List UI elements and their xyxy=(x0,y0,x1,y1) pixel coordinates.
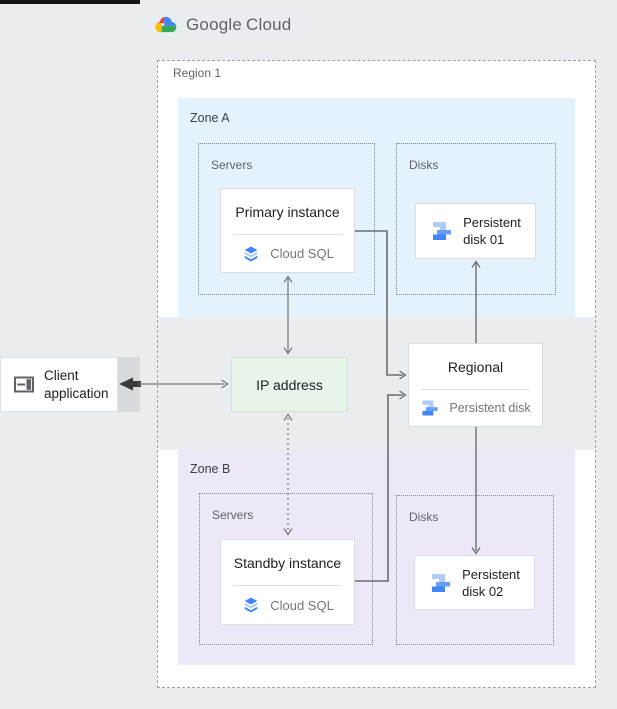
cloud-sql-label: Cloud SQL xyxy=(270,597,334,613)
persistent-disk-icon xyxy=(433,222,452,240)
client-application-label: Client application xyxy=(44,367,109,401)
regional-disk-title: Regional xyxy=(447,358,504,375)
persistent-disk-01-card: Persistent disk 01 xyxy=(415,203,536,259)
regional-disk-subtitle: Persistent disk xyxy=(449,401,531,415)
zone-a-label: Zone A xyxy=(190,111,230,125)
card-divider xyxy=(233,585,342,586)
standby-instance-card: Standby instance Cloud SQL xyxy=(220,539,355,625)
persistent-disk-02-label: Persistent disk 02 xyxy=(462,566,520,599)
cloud-sql-icon xyxy=(244,246,258,261)
primary-instance-card: Primary instance Cloud SQL xyxy=(220,188,355,273)
zone-b-label: Zone B xyxy=(190,462,231,476)
persistent-disk-icon xyxy=(432,573,451,592)
ip-address-box: IP address xyxy=(231,357,348,412)
client-card-tab xyxy=(118,357,140,412)
ip-address-label: IP address xyxy=(256,376,323,393)
servers-b-label: Servers xyxy=(212,508,254,522)
client-app-icon xyxy=(14,376,34,393)
primary-instance-title: Primary instance xyxy=(235,203,340,220)
persistent-disk-02-card: Persistent disk 02 xyxy=(414,555,535,610)
google-cloud-logo-icon xyxy=(155,16,177,33)
standby-instance-title: Standby instance xyxy=(233,554,342,571)
disks-a-label: Disks xyxy=(409,158,439,172)
disks-b-label: Disks xyxy=(409,510,439,524)
servers-a-group xyxy=(198,143,375,295)
persistent-disk-01-label: Persistent disk 01 xyxy=(463,215,521,247)
cloud-sql-icon xyxy=(244,597,258,613)
servers-a-label: Servers xyxy=(211,158,253,172)
card-divider xyxy=(421,389,530,390)
top-left-bar xyxy=(0,0,140,4)
region-label: Region 1 xyxy=(173,66,222,80)
client-application-card: Client application xyxy=(0,357,118,412)
persistent-disk-icon xyxy=(422,400,438,416)
card-divider xyxy=(233,234,342,235)
cloud-sql-label: Cloud SQL xyxy=(270,246,334,261)
regional-disk-card: Regional Persistent disk xyxy=(408,343,543,427)
